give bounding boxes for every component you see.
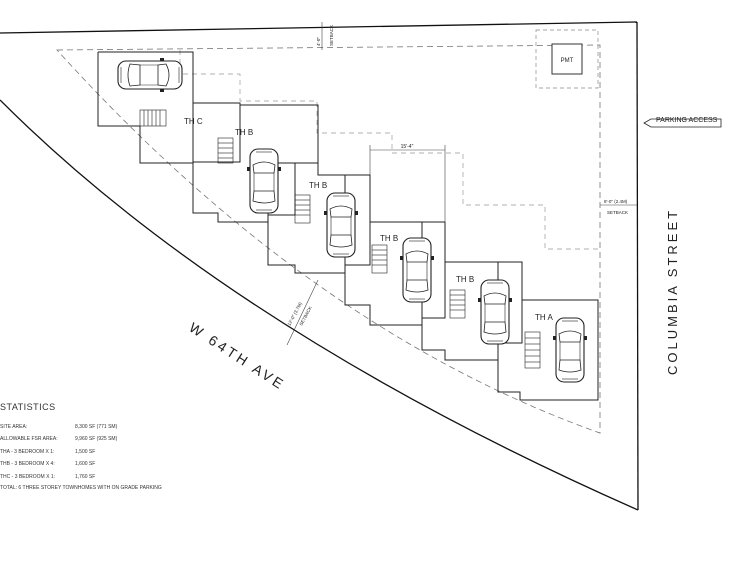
dimension-unit-width-text: 15'-4"	[401, 144, 414, 150]
car-th-c	[117, 57, 183, 93]
unit-label-th-b-4: TH B	[456, 275, 474, 284]
statistics-title: STATISTICS	[0, 402, 56, 412]
stat-label: SITE AREA:	[0, 424, 28, 430]
car-th-b-2	[323, 192, 359, 258]
stat-row-thb: THB - 3 BEDROOM X 4: 1,600 SF	[0, 461, 240, 473]
stair-th-c	[139, 109, 167, 127]
unit-label-th-b-3: TH B	[380, 234, 398, 243]
dimension-east-setback-value: 8'-0" (2.4M)	[604, 199, 628, 204]
statistics-panel: STATISTICS SITE AREA: 8,300 SF (771 SM) …	[0, 402, 240, 491]
stair-th-b-2	[294, 194, 311, 224]
property-line-east	[636, 21, 639, 511]
stair-th-a	[524, 331, 541, 369]
stat-label: THB - 3 BEDROOM X 4:	[0, 461, 55, 468]
unit-th-b-3	[344, 174, 446, 326]
dimension-unit-width	[369, 145, 446, 222]
stat-row-tha: THA - 3 BEDROOM X 1: 1,500 SF	[0, 449, 240, 461]
unit-th-a	[497, 261, 599, 401]
stair-th-b-4	[449, 289, 466, 319]
avenue-name: W 64TH AVE	[186, 319, 288, 393]
pmt-enclosure-outer	[535, 29, 599, 89]
unit-th-b-2	[267, 162, 371, 274]
property-line-north	[0, 21, 638, 34]
stat-row-site-area: SITE AREA: 8,300 SF (771 SM)	[0, 424, 240, 436]
stat-label: ALLOWABLE FSR AREA:	[0, 436, 58, 443]
stair-th-b-1	[217, 137, 234, 164]
car-th-b-3	[399, 237, 435, 303]
stat-value: 8,300 SF (771 SM)	[75, 424, 118, 430]
unit-label-th-b-1: TH B	[235, 128, 253, 137]
car-th-b-1	[246, 148, 282, 214]
unit-label-th-a: TH A	[535, 313, 553, 322]
pmt-label: PMT	[561, 58, 574, 64]
dimension-east-setback-label: SETBACK	[607, 210, 628, 215]
street-name: COLUMBIA STREET	[665, 208, 680, 375]
upper-floor-outline	[179, 50, 600, 250]
unit-th-b-4	[421, 221, 523, 361]
stair-th-b-3	[371, 244, 388, 274]
car-th-a	[552, 317, 588, 383]
pmt-box	[551, 43, 583, 75]
parking-access-label: PARKING ACCESS	[656, 117, 718, 124]
property-line-avenue	[0, 99, 639, 511]
stat-label: THC - 3 BEDROOM X 1:	[0, 473, 56, 480]
dimension-top-setback-value: 4'-0"	[316, 37, 321, 46]
unit-label-th-c: TH C	[184, 117, 203, 126]
stat-label: THA - 3 BEDROOM X 1:	[0, 448, 55, 455]
dimension-avenue-setback-line	[286, 279, 319, 346]
setback-line	[56, 44, 601, 434]
stat-value: 1,600 SF	[75, 461, 96, 468]
car-th-b-4	[477, 279, 513, 345]
stat-value: 9,960 SF (925 SM)	[75, 436, 118, 443]
unit-label-th-b-2: TH B	[309, 181, 327, 190]
dimension-top-setback-label: SETBACK	[329, 25, 334, 46]
stat-value: 1,760 SF	[75, 473, 96, 480]
stat-row-allowable-fsr: ALLOWABLE FSR AREA: 9,960 SF (925 SM)	[0, 436, 240, 448]
statistics-total: TOTAL: 6 THREE STOREY TOWNHOMES WITH ON …	[0, 484, 162, 491]
stat-value: 1,500 SF	[75, 448, 96, 455]
parking-access-arrow	[643, 118, 722, 128]
stat-row-thc: THC - 3 BEDROOM X 1: 1,760 SF	[0, 474, 240, 486]
